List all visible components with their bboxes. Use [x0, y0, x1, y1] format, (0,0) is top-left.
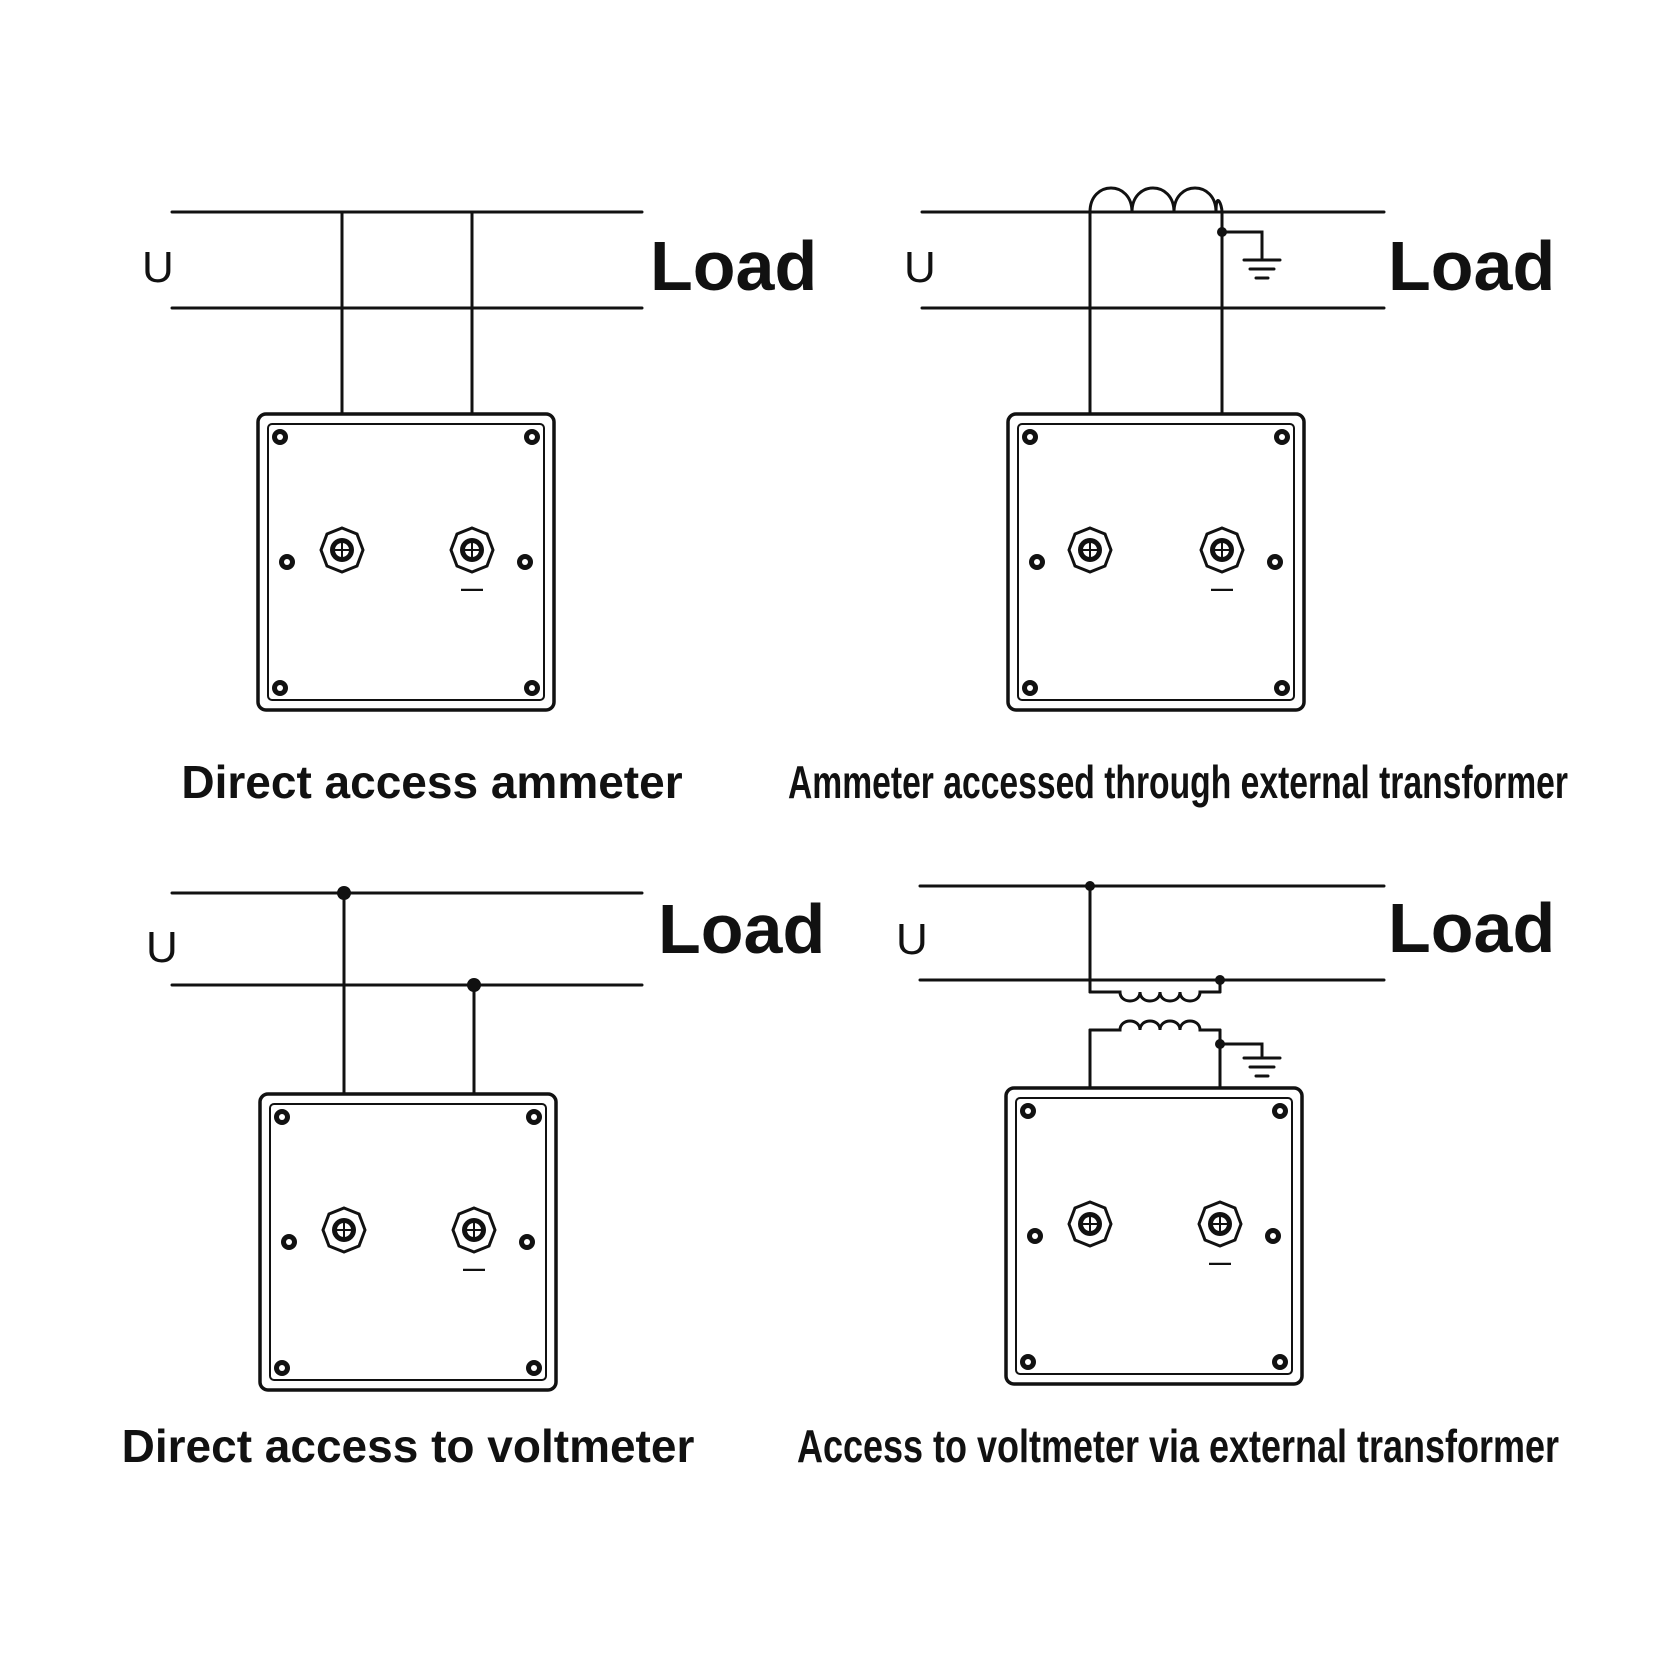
junction-dot	[1215, 975, 1225, 985]
caption: Access to voltmeter via external transfo…	[797, 1420, 1559, 1472]
mounting-screw-icon	[1022, 429, 1038, 445]
mounting-screw-icon	[517, 554, 533, 570]
mounting-screw-icon	[524, 429, 540, 445]
mounting-screw-icon	[274, 1109, 290, 1125]
mounting-screw-icon	[1029, 554, 1045, 570]
junction-dot	[467, 978, 481, 992]
mounting-screw-icon	[1274, 429, 1290, 445]
terminal-screw-icon	[1067, 526, 1113, 574]
mounting-screw-icon	[1265, 1228, 1281, 1244]
load-label: Load	[1388, 889, 1555, 967]
load-label: Load	[1388, 227, 1555, 305]
meter-box: —	[258, 1092, 558, 1392]
panel-voltmeter-transformer: U Load	[797, 881, 1559, 1472]
mounting-screw-icon	[272, 680, 288, 696]
terminal-screw-icon	[449, 526, 495, 574]
panel-direct-voltmeter: U Load — Direct ac	[122, 886, 825, 1472]
terminal-screw-icon	[1067, 1200, 1113, 1248]
load-label: Load	[658, 890, 825, 968]
mounting-screw-icon	[272, 429, 288, 445]
caption: Direct access to voltmeter	[122, 1420, 695, 1472]
mounting-screw-icon	[1022, 680, 1038, 696]
mounting-screw-icon	[1267, 554, 1283, 570]
junction-dot	[1085, 881, 1095, 891]
terminal-screw-icon	[319, 526, 365, 574]
transformer-coil-icon	[1088, 990, 1222, 1003]
meter-box: —	[1004, 1086, 1304, 1386]
supply-label: U	[896, 915, 928, 964]
terminal-screw-icon	[321, 1206, 367, 1254]
mounting-screw-icon	[279, 554, 295, 570]
transformer-coil-icon	[1088, 1019, 1222, 1032]
mounting-screw-icon	[281, 1234, 297, 1250]
mounting-screw-icon	[1274, 680, 1290, 696]
mounting-screw-icon	[526, 1360, 542, 1376]
mounting-screw-icon	[274, 1360, 290, 1376]
mounting-screw-icon	[519, 1234, 535, 1250]
terminal-screw-icon	[1197, 1200, 1243, 1248]
caption: Ammeter accessed through external transf…	[788, 756, 1568, 808]
terminal-screw-icon	[451, 1206, 497, 1254]
supply-label: U	[904, 243, 936, 292]
meter-box: —	[1006, 412, 1306, 712]
terminal-minus-label: —	[1211, 576, 1233, 601]
mounting-screw-icon	[1272, 1354, 1288, 1370]
mounting-screw-icon	[524, 680, 540, 696]
ground-symbol-icon	[1220, 230, 1282, 280]
meter-box: —	[256, 412, 556, 712]
mounting-screw-icon	[1020, 1354, 1036, 1370]
mounting-screw-icon	[1027, 1228, 1043, 1244]
load-label: Load	[650, 227, 817, 305]
panel-ammeter-transformer: U Load	[788, 186, 1568, 808]
supply-label: U	[146, 923, 178, 972]
terminal-minus-label: —	[461, 576, 483, 601]
ground-symbol-icon	[1218, 1042, 1282, 1078]
transformer-coil-icon	[1088, 186, 1224, 214]
terminal-minus-label: —	[463, 1256, 485, 1281]
caption: Direct access ammeter	[181, 756, 682, 808]
mounting-screw-icon	[1272, 1103, 1288, 1119]
panel-direct-ammeter: U Load — Direct access	[142, 210, 817, 808]
supply-label: U	[142, 243, 174, 292]
mounting-screw-icon	[526, 1109, 542, 1125]
junction-dot	[337, 886, 351, 900]
terminal-minus-label: —	[1209, 1250, 1231, 1275]
terminal-screw-icon	[1199, 526, 1245, 574]
mounting-screw-icon	[1020, 1103, 1036, 1119]
